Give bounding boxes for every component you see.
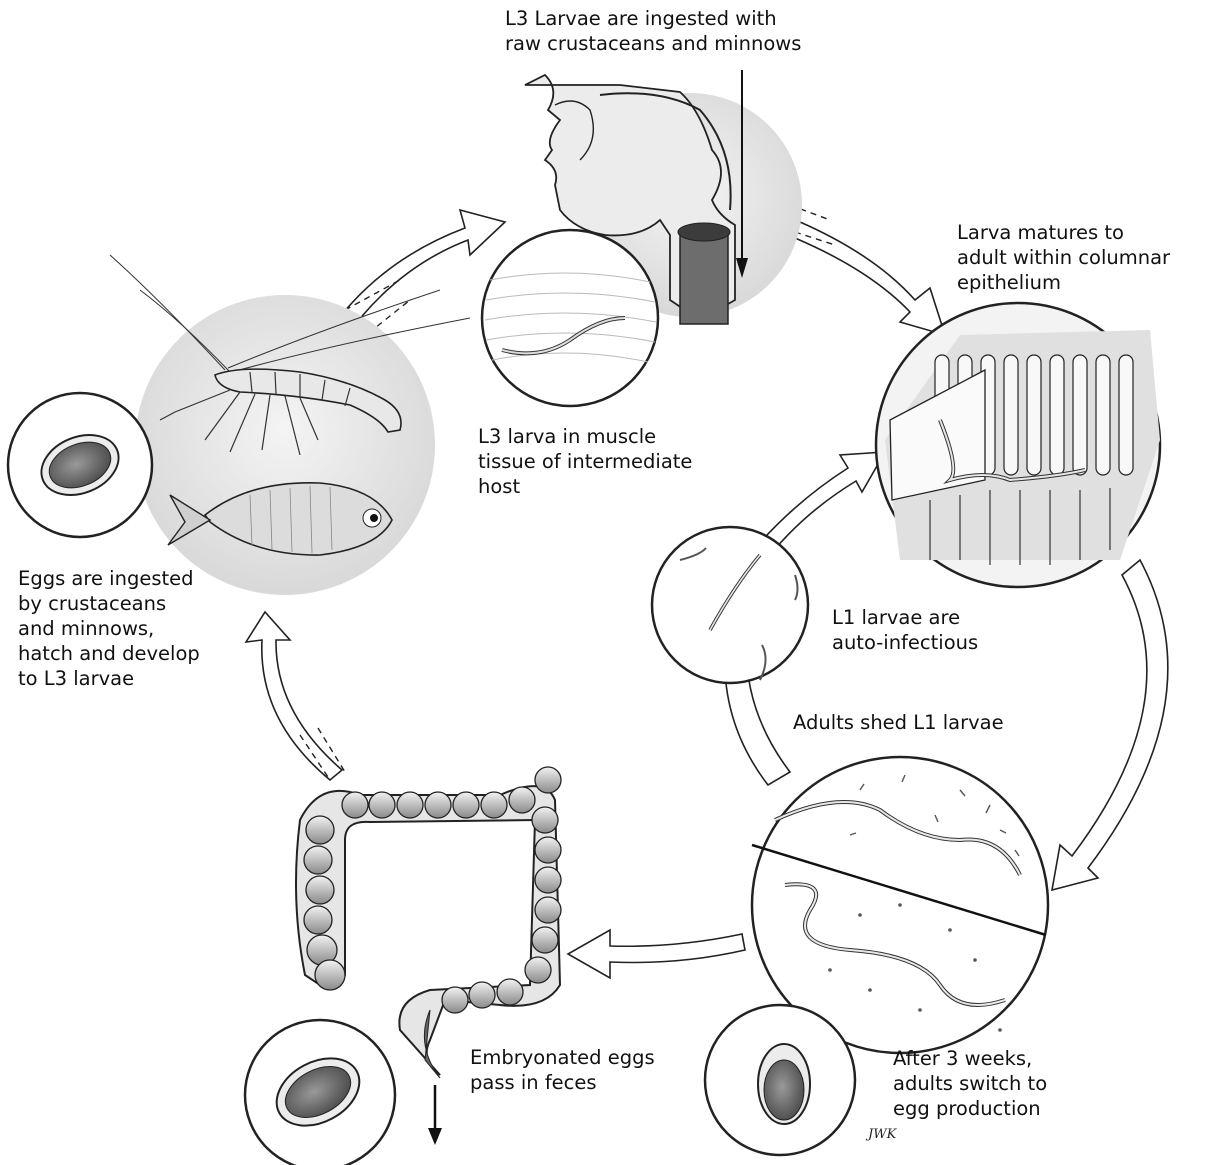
l1-larvae-circle bbox=[652, 527, 808, 683]
label-adults-shed: Adults shed L1 larvae bbox=[793, 710, 1004, 735]
arrow-to-eggs-ingested bbox=[246, 612, 342, 780]
egg-circle-production bbox=[705, 1005, 855, 1155]
artist-signature: JWK bbox=[868, 1127, 896, 1142]
egg-circle-ingested bbox=[8, 393, 152, 537]
egg-circle-feces bbox=[245, 1020, 395, 1165]
intermediate-host-circle bbox=[110, 255, 470, 595]
epithelium-circle bbox=[876, 303, 1160, 587]
muscle-tissue-circle bbox=[482, 230, 658, 406]
arrow-epithelium-to-shed bbox=[1052, 560, 1168, 890]
arrow-to-colon bbox=[568, 930, 745, 978]
